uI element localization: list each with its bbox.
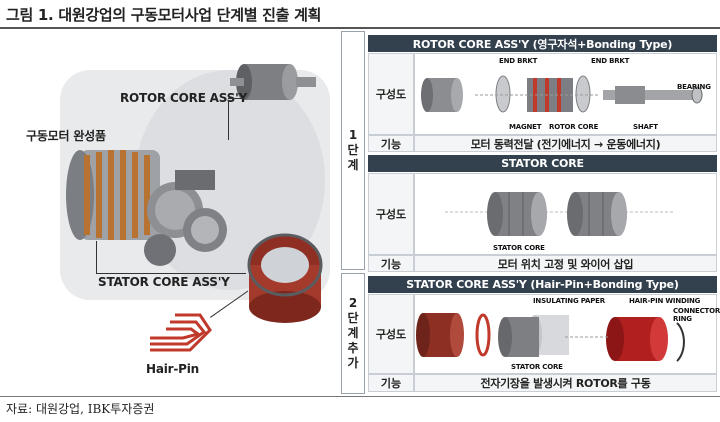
stator-config-diagram: STATOR CORE: [414, 173, 717, 255]
stator-label: STATOR CORE ASS'Y: [98, 275, 230, 289]
stator-assembly-image: [247, 233, 323, 323]
stator-assy-config-label: 구성도: [368, 294, 414, 374]
hairpin-image: [150, 313, 212, 352]
rotor-core-image: [230, 64, 316, 100]
stator-assy-svg: [416, 313, 685, 362]
section-stator-assy-header: STATOR CORE ASS'Y (Hair-Pin+Bonding Type…: [368, 276, 717, 293]
stator-core-svg: [445, 192, 675, 236]
part-magnet: MAGNET: [509, 123, 542, 131]
left-panel: ROTOR CORE ASS'Y 구동모터 완성품 STATOR CORE AS…: [0, 30, 338, 394]
assembled-stator: [416, 313, 464, 357]
rotor-label: ROTOR CORE ASS'Y: [120, 91, 248, 105]
stator-assy-config-diagram: INSULATING PAPER HAIR-PIN WINDING CONNEC…: [414, 294, 720, 374]
stator-core-2: [567, 192, 627, 236]
stage-table: 1 단 계 2 단 계 추 가 ROTOR CORE ASS'Y (영구자석+B…: [341, 31, 720, 394]
rotor-func-label: 기능: [368, 135, 414, 152]
hairpin-winding: [606, 317, 668, 361]
part-rotor-core: ROTOR CORE: [549, 123, 599, 131]
stage2-label: 2 단 계 추 가: [341, 273, 365, 394]
source-note: 자료: 대원강업, IBK투자증권: [6, 402, 155, 416]
part-bearing: BEARING: [677, 83, 711, 91]
stator-leader-line: [96, 241, 97, 273]
rotor-config-diagram: END BRKT END BRKT BEARING MAGNET ROTOR C…: [414, 53, 717, 135]
stator-core-1: [487, 192, 547, 236]
rotor-function: 모터 동력전달 (전기에너지 → 운동에너지): [414, 135, 717, 152]
rotor-exploded-svg: [421, 75, 703, 113]
stator-config-label: 구성도: [368, 173, 414, 255]
part-connector-ring: CONNECTOR RING: [673, 307, 720, 323]
motor-assembly-image: [66, 150, 227, 266]
stage1-label: 1 단 계: [341, 31, 365, 270]
part-stator-core-2: STATOR CORE: [511, 363, 563, 371]
section-rotor-header: ROTOR CORE ASS'Y (영구자석+Bonding Type): [368, 35, 717, 52]
stator-leader-line-h: [96, 273, 246, 274]
rotor-leader-line: [228, 100, 229, 140]
stator-assy-func-label: 기능: [368, 374, 414, 392]
part-shaft: SHAFT: [633, 123, 658, 131]
section-stator-header: STATOR CORE: [368, 155, 717, 172]
part-stator-core: STATOR CORE: [493, 244, 545, 252]
stator-function: 모터 위치 고정 및 와이어 삽입: [414, 255, 717, 272]
hairpin-label: Hair-Pin: [146, 362, 200, 376]
motor-label: 구동모터 완성품: [26, 129, 106, 143]
part-end-brkt-1: END BRKT: [499, 57, 538, 65]
rotor-leader-line-h: [228, 98, 244, 99]
stator-func-label: 기능: [368, 255, 414, 272]
part-hairpin-winding: HAIR-PIN WINDING: [629, 297, 701, 305]
left-illustration: [60, 64, 330, 352]
rotor-config-label: 구성도: [368, 53, 414, 135]
part-insulating-paper: INSULATING PAPER: [533, 297, 605, 305]
part-end-brkt-2: END BRKT: [591, 57, 630, 65]
stator-core-part: [498, 317, 539, 357]
bottom-rule: [0, 396, 720, 397]
figure-title: 그림 1. 대원강업의 구동모터사업 단계별 진출 계획: [6, 6, 322, 24]
top-rule: [0, 27, 720, 29]
stator-assy-function: 전자기장을 발생시켜 ROTOR를 구동: [414, 374, 717, 392]
